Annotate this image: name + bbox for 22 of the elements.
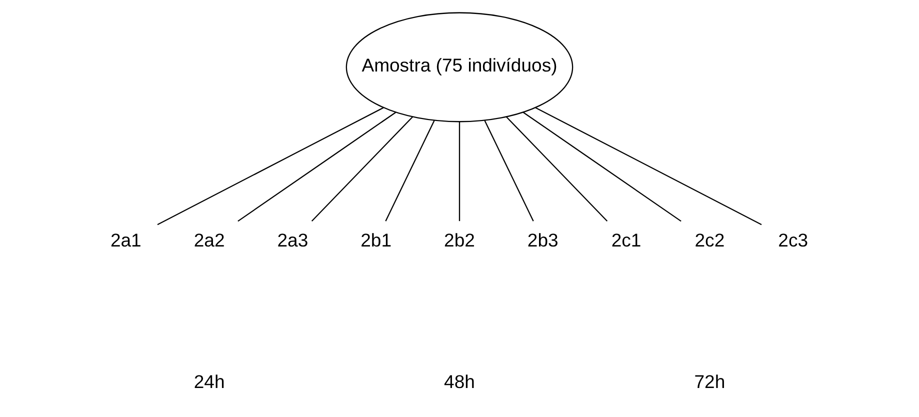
node-text: 2c3 [778,229,808,250]
connector [535,107,762,226]
node-text: 2c1 [611,229,642,250]
node-text: 2c2 [694,229,725,250]
connector [506,116,608,222]
node-ellipse: Amostra (75 indivíduos) [346,12,574,122]
label: 24h [194,370,225,392]
node-text: 2b3 [527,229,558,250]
connector [522,112,682,222]
connector [385,120,435,222]
label: 72h [694,370,726,392]
node-text: 2b1 [360,229,392,250]
node-text: 2a1 [110,229,142,250]
connector [157,107,384,226]
connector [311,116,413,222]
node-text: 2a3 [277,229,308,250]
connector [484,120,534,222]
connector [238,112,396,222]
label: 48h [444,370,475,392]
connector [458,122,460,222]
node-text: 2a2 [194,229,225,250]
node-text: 2b2 [444,229,475,250]
